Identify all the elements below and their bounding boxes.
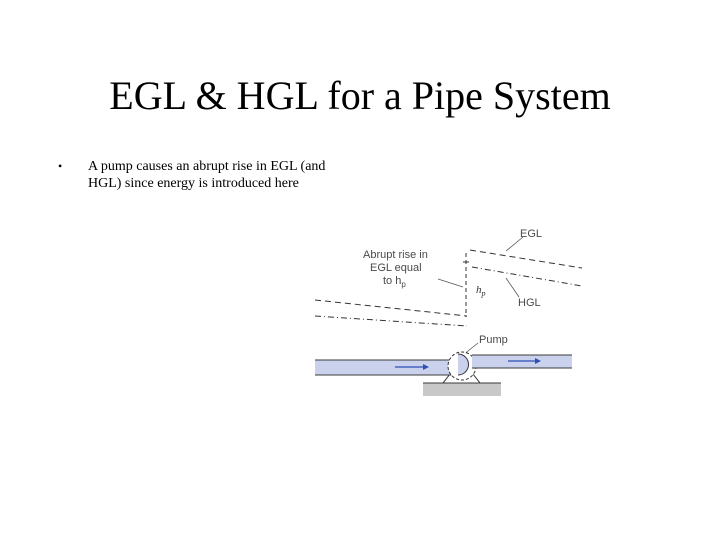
bullet-item: • A pump causes an abrupt rise in EGL (a…: [58, 158, 358, 192]
bullet-text-line-2: HGL) since energy is introduced here: [88, 176, 299, 191]
egl-line-upstream: [314, 299, 468, 317]
bullet-list: • A pump causes an abrupt rise in EGL (a…: [58, 158, 358, 192]
flow-arrow-upstream: [395, 364, 429, 370]
pump-leg-right: [472, 373, 481, 384]
pump-impeller: [457, 353, 469, 376]
pump-ground-base: [423, 383, 501, 396]
egl-label: EGL: [520, 228, 542, 240]
pipe-upstream: [315, 360, 465, 375]
hp-label-text: h: [476, 284, 482, 296]
rise-label-subscript: p: [401, 280, 406, 289]
hgl-label: HGL: [518, 297, 541, 309]
rise-label-text: to h: [383, 275, 401, 287]
bullet-text-line-1: A pump causes an abrupt rise in EGL (and: [88, 159, 326, 174]
bullet-marker: •: [58, 159, 63, 173]
pump-label: Pump: [479, 334, 508, 346]
flow-arrow-downstream: [508, 358, 541, 364]
slide-title: EGL & HGL for a Pipe System: [109, 73, 611, 118]
egl-hgl-pump-diagram: EGL HGL Pump Abrupt rise in EGL equal to…: [314, 228, 583, 396]
hgl-label-leader: [505, 277, 520, 298]
rise-label-line-3: to hp: [383, 275, 406, 289]
hp-label-subscript: p: [481, 289, 486, 298]
egl-label-leader: [505, 236, 524, 252]
rise-label-line-1: Abrupt rise in: [363, 249, 428, 261]
egl-line-downstream: [469, 249, 583, 269]
rise-label-leader: [437, 278, 464, 288]
hp-label: hp: [476, 284, 486, 298]
hgl-line-downstream: [471, 266, 583, 287]
hgl-line-upstream: [314, 315, 468, 327]
rise-label-line-2: EGL equal: [370, 262, 422, 274]
